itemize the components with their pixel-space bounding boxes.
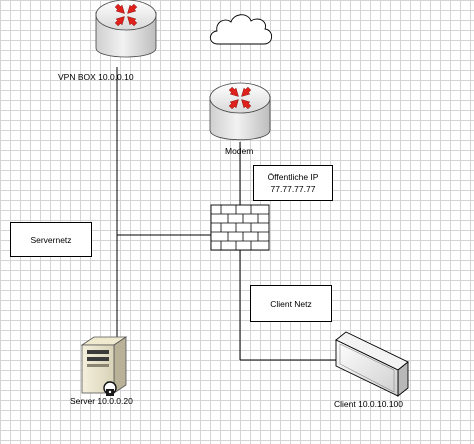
- connection-lines: [116, 67, 336, 361]
- modem-label: Modem: [225, 146, 254, 156]
- cloud-icon: [209, 14, 273, 45]
- vpn-box-label: VPN BOX 10.0.0.10: [58, 72, 134, 82]
- client-box-icon: [335, 331, 409, 397]
- server-icon: [80, 336, 128, 396]
- public-ip-box: Öffentliche IP 77.77.77.77: [253, 165, 333, 201]
- client-netz-box: Client Netz: [250, 285, 332, 322]
- client-netz-label: Client Netz: [270, 298, 312, 309]
- servernetz-box: Servernetz: [10, 222, 92, 257]
- servernetz-label: Servernetz: [30, 234, 72, 245]
- public-ip-value: 77.77.77.77: [270, 184, 316, 194]
- client-label: Client 10.0.10.100: [334, 399, 403, 409]
- server-label: Server 10.0.0.20: [70, 396, 133, 406]
- vpn-router-icon: [95, 0, 157, 58]
- modem-router-icon: [209, 82, 271, 141]
- firewall-icon: [210, 204, 270, 251]
- public-ip-title: Öffentliche IP: [267, 172, 319, 182]
